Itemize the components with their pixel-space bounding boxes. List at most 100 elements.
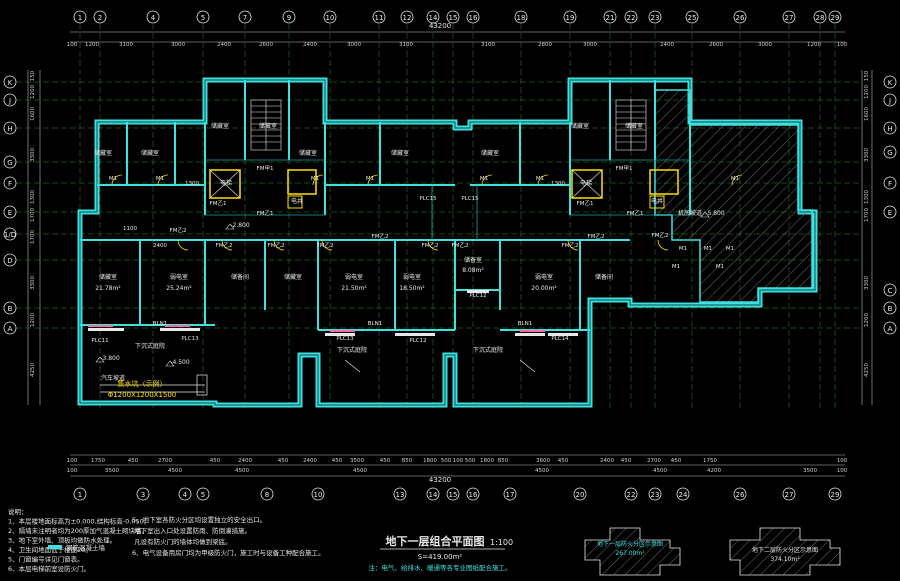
dim-text: 4500 bbox=[353, 468, 367, 474]
top-axis-28-circle bbox=[813, 10, 827, 24]
dim-text: 1200 bbox=[807, 42, 821, 48]
room-label: 18.50m² bbox=[399, 285, 425, 292]
fire-zone-2-label: 地下二层防火分区示意图 bbox=[752, 546, 818, 554]
dim-text: 1200 bbox=[864, 313, 870, 327]
dim-text: 100 bbox=[453, 458, 464, 464]
door-label: BLN1 bbox=[518, 321, 532, 327]
dim-text: 1300 bbox=[864, 190, 870, 204]
door-label: PLC13 bbox=[181, 336, 199, 342]
dim-text: 2400 bbox=[238, 458, 252, 464]
dim-text: 2700 bbox=[647, 458, 661, 464]
door-label: PLC12 bbox=[409, 338, 426, 344]
elevation-markers: -2.800-3.800-4.500-5.800 bbox=[95, 210, 725, 367]
dim-text: 4250 bbox=[30, 363, 36, 377]
door-label: FM乙2 bbox=[372, 233, 389, 240]
dim-text: 150 bbox=[864, 70, 870, 81]
room-label: 汽车坡道 bbox=[101, 374, 125, 382]
note-line: 1、本层楼地面标高为±0.000,结构标高-0.050。 bbox=[8, 517, 150, 526]
door-label: M1 bbox=[716, 264, 724, 270]
top-axis-10-circle bbox=[323, 10, 337, 24]
room-label: 储藏室 bbox=[391, 149, 409, 157]
door-label: FM乙2 bbox=[422, 242, 439, 249]
dim-text: 1200 bbox=[85, 42, 99, 48]
top-axis-21: 21 bbox=[606, 14, 615, 22]
top-axis-1: 1 bbox=[78, 14, 82, 22]
room-label: 储藏室 bbox=[259, 122, 277, 130]
note-line: 2、隔墙未注明者均为200厚加气混凝土砌块墙。 bbox=[8, 526, 148, 535]
top-axis-9-circle bbox=[282, 10, 296, 24]
left-axis-J: J bbox=[8, 97, 11, 105]
door-label: FM乙2 bbox=[216, 242, 233, 249]
door-label: FM乙1 bbox=[257, 210, 274, 217]
top-axis-14: 14 bbox=[429, 14, 438, 22]
fire-zone-2-area: 374.10m² bbox=[770, 556, 800, 563]
bottom-axis-10: 10 bbox=[314, 491, 323, 499]
elevation-text: -2.800 bbox=[230, 222, 250, 229]
pit-dim: Φ1200X1200X1500 bbox=[108, 391, 177, 399]
bottom-total-dim: 43200 bbox=[429, 476, 451, 484]
ramp-lines bbox=[100, 359, 536, 396]
dim-text: 100 bbox=[67, 468, 78, 474]
room-label: 弱电室 bbox=[403, 273, 421, 281]
top-axis-22: 22 bbox=[627, 14, 636, 22]
bottom-axis-22-circle bbox=[624, 487, 638, 501]
dim-text: 450 bbox=[558, 458, 569, 464]
note-line: 5、门窗编号详见门窗表。 bbox=[8, 555, 84, 564]
top-axis-16-circle bbox=[466, 10, 480, 24]
door-label: M1 bbox=[156, 176, 164, 182]
bottom-axis-20-circle bbox=[573, 487, 587, 501]
bottom-dimension-lines bbox=[70, 454, 845, 477]
room-label: 25.24m² bbox=[166, 285, 192, 292]
partition-markers bbox=[88, 325, 545, 332]
elevator-left bbox=[209, 169, 317, 209]
dim-text: 150 bbox=[30, 70, 36, 81]
dim-text: 500 bbox=[465, 458, 476, 464]
room-label: 电井 bbox=[651, 197, 663, 205]
bottom-axis-27-circle bbox=[782, 487, 796, 501]
top-dimension-lines bbox=[70, 31, 845, 43]
dim-text: 2400 bbox=[600, 458, 614, 464]
dim-text: 1750 bbox=[703, 458, 717, 464]
dim-text: 4500 bbox=[235, 468, 249, 474]
drawing-title: 地下一层组合平面图 bbox=[386, 534, 485, 548]
dim-text: 3600 bbox=[536, 458, 550, 464]
dim-text: 500 bbox=[441, 458, 452, 464]
room-label: 弱电室 bbox=[535, 273, 553, 281]
note-line: 地下室出入口处设置防雨、防倒灌措施。 bbox=[132, 526, 251, 535]
dim-text: 2600 bbox=[259, 42, 273, 48]
door-label: M1 bbox=[726, 246, 734, 252]
door-label: BLN1 bbox=[153, 321, 167, 327]
dim-text: 3300 bbox=[30, 148, 36, 162]
right-axis-H: H bbox=[887, 125, 892, 133]
note-line: 说明： bbox=[8, 507, 28, 516]
building-outline bbox=[77, 77, 818, 408]
bottom-axis-27: 27 bbox=[785, 491, 794, 499]
top-axis-15: 15 bbox=[449, 14, 458, 22]
elevation-marker bbox=[225, 223, 235, 230]
top-axis-27: 27 bbox=[785, 14, 794, 22]
dim-text: 2700 bbox=[158, 458, 172, 464]
legend-wall: 钢筋混凝土墙 bbox=[66, 543, 106, 552]
elevation-text: -5.800 bbox=[705, 210, 725, 217]
door-label: M1 bbox=[536, 176, 544, 182]
bottom-axis-1-circle bbox=[73, 487, 87, 501]
door-label: PLC12 bbox=[469, 293, 486, 299]
right-axis-A: A bbox=[888, 325, 893, 333]
room-label: 21.78m² bbox=[95, 285, 121, 292]
door-label: M1 bbox=[679, 246, 687, 252]
door-label: FM乙2 bbox=[652, 232, 669, 239]
bottom-axis-14-circle bbox=[426, 487, 440, 501]
window-openings bbox=[88, 290, 578, 336]
top-axis-12: 12 bbox=[403, 14, 412, 22]
left-axis-K: K bbox=[8, 79, 13, 87]
dim-text: 450 bbox=[128, 458, 139, 464]
elevation-marker bbox=[95, 356, 105, 363]
dim-text: 3500 bbox=[105, 468, 119, 474]
dim-text: 3300 bbox=[864, 276, 870, 290]
dim-text: 100 bbox=[837, 42, 848, 48]
door-label: 1100 bbox=[123, 226, 137, 232]
note-line: 5、地下室各防火分区均设置独立的安全出口。 bbox=[132, 515, 266, 524]
interior-walls bbox=[80, 80, 691, 331]
